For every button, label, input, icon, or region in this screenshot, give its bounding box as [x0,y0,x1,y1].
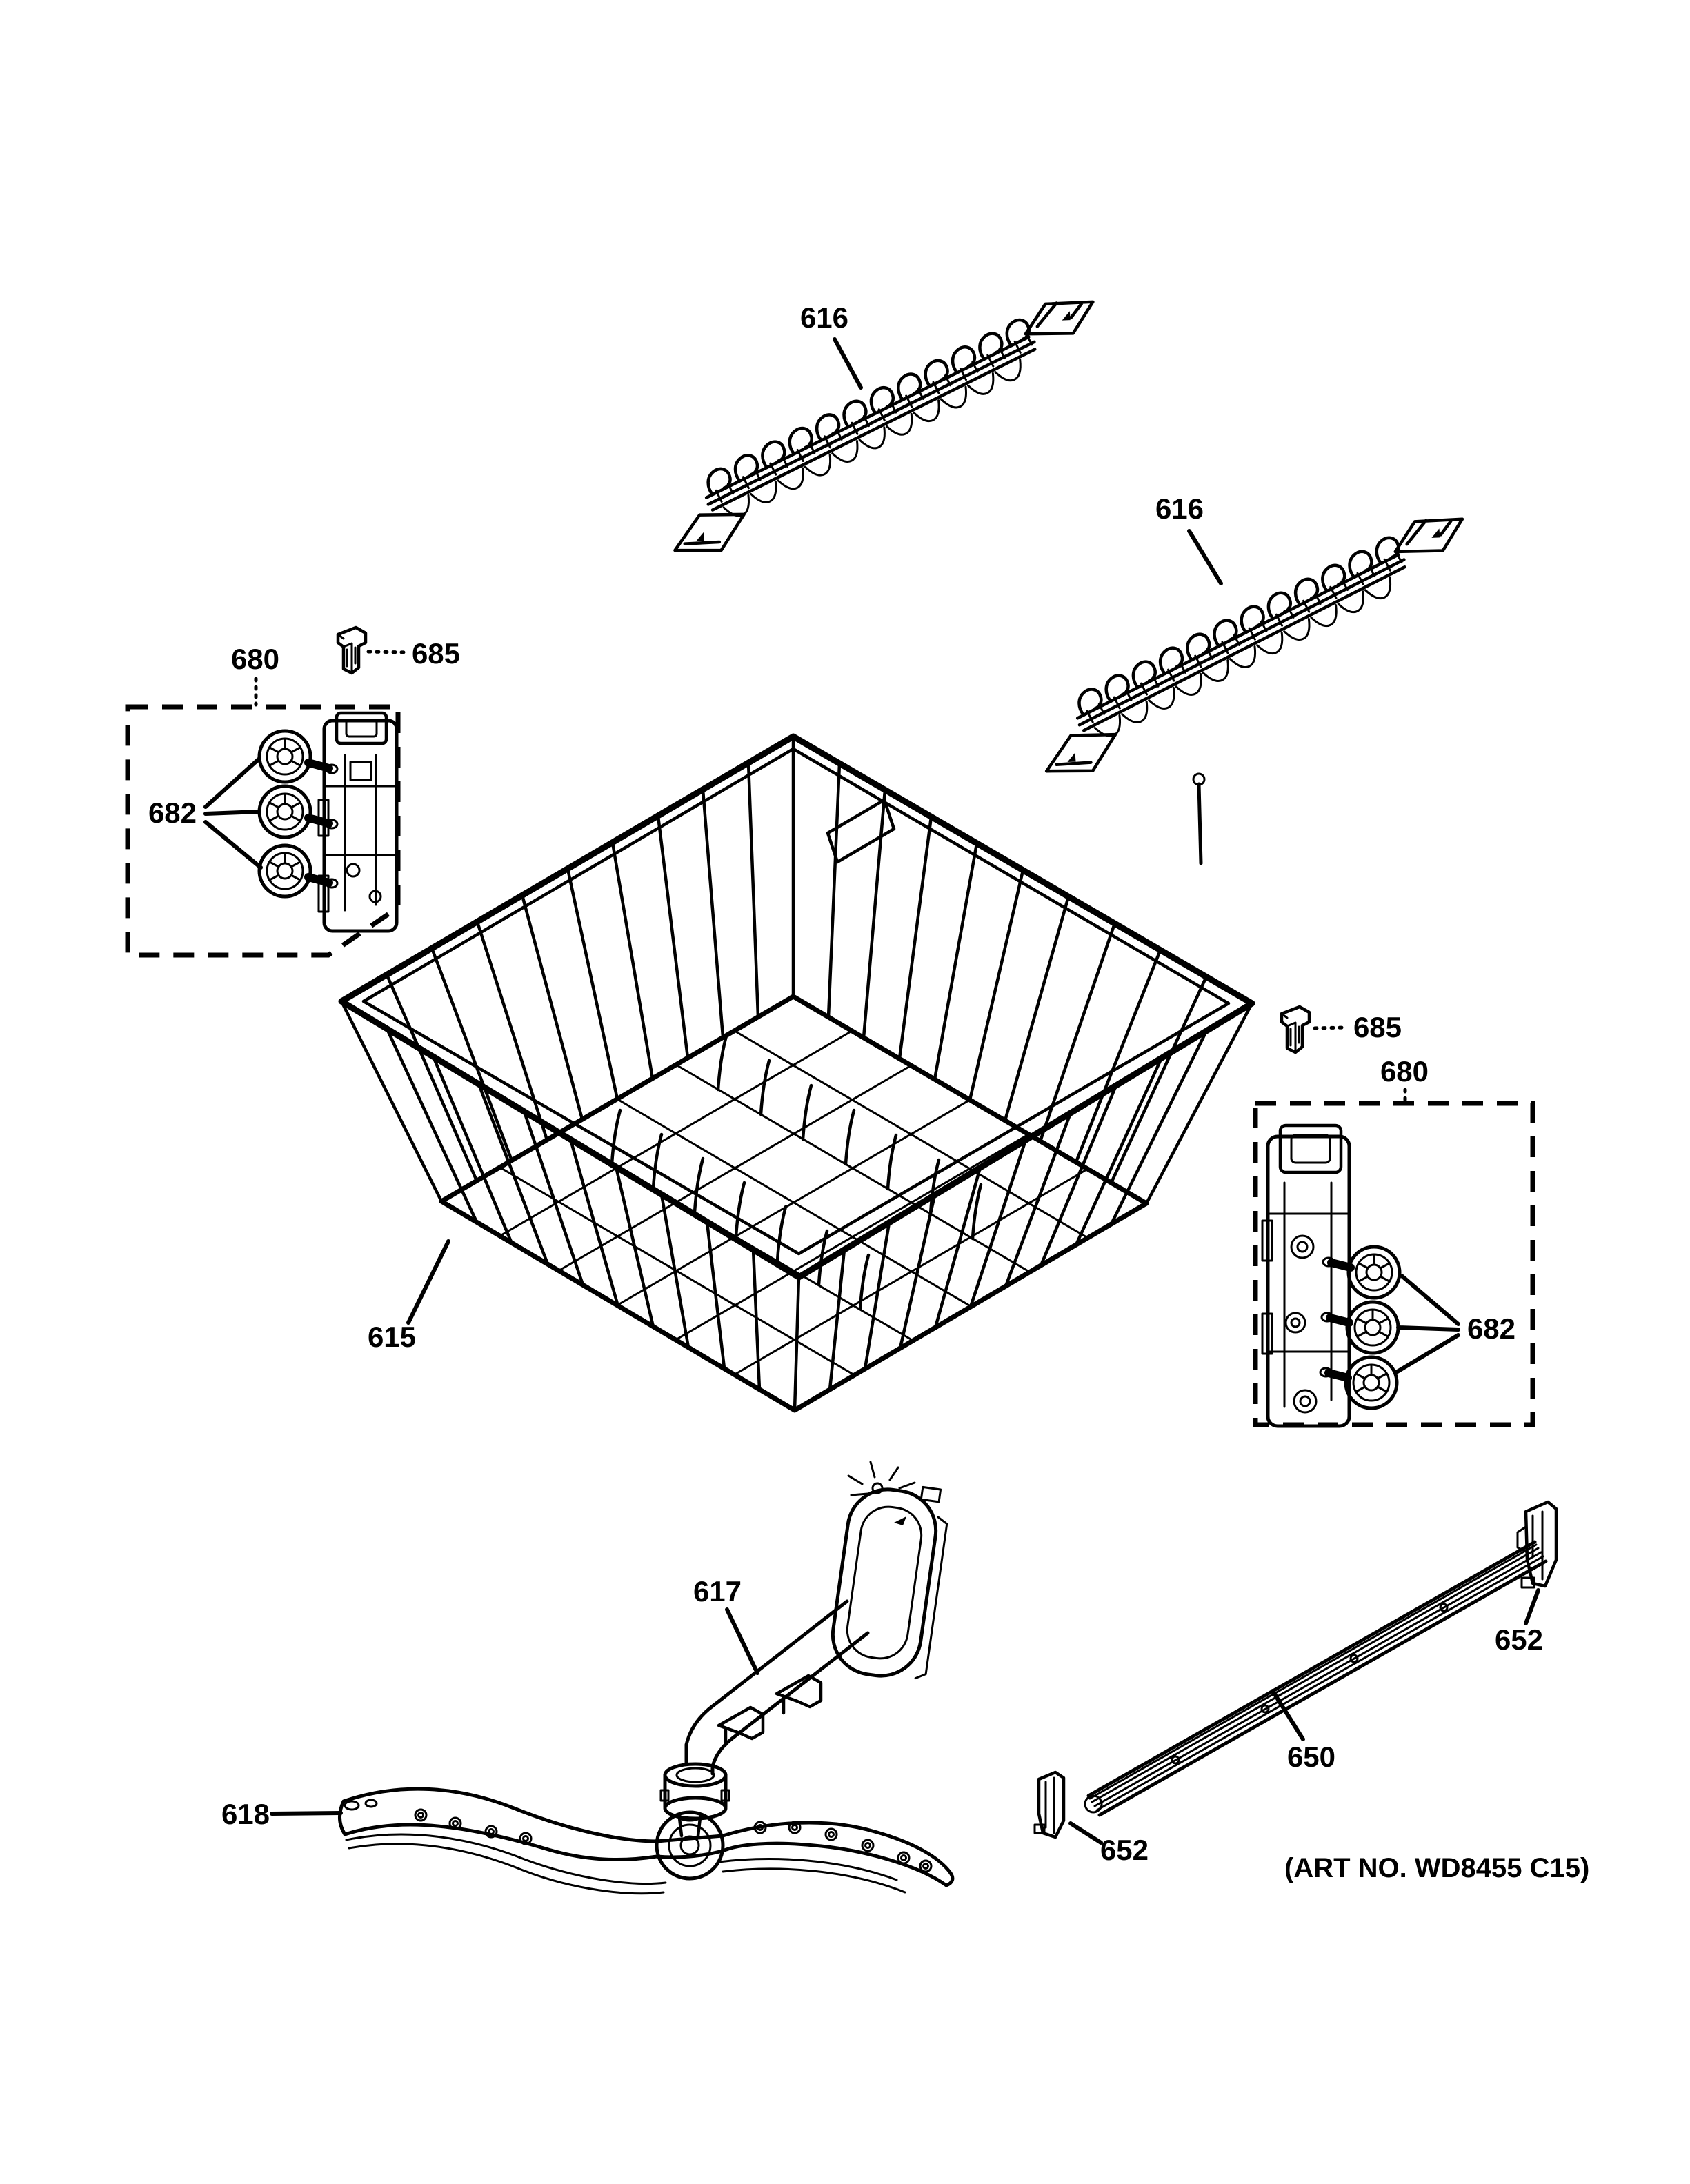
upper-rack-drawing [338,733,1255,1413]
label-685-left: 685 [412,637,460,670]
label-615: 615 [368,1321,416,1353]
label-616-right: 616 [1155,492,1204,525]
tine-row-top-drawing [650,285,1118,569]
right-roller-1 [1323,1247,1400,1298]
label-652-top: 652 [1495,1623,1543,1656]
label-618: 618 [221,1798,270,1830]
slide-rail-drawing [1033,1500,1558,1839]
spray-arm-drawing [338,1787,955,1895]
right-bracket [1261,1123,1351,1428]
left-roller-assembly: 682 680 685 [125,628,460,958]
leader-682-right [1394,1274,1460,1374]
label-617: 617 [693,1575,742,1607]
leader-650 [1271,1689,1305,1741]
label-650: 650 [1287,1741,1335,1773]
dashed-box-left [125,704,401,958]
leader-682-left [203,757,263,870]
art-number-note: (ART NO. WD8455 C15) [1284,1853,1589,1883]
tine-row-right-drawing [1022,502,1488,790]
leader-616-top [833,337,863,390]
leader-616-right [1187,529,1223,585]
right-roller-assembly: 682 680 685 [1253,1007,1535,1428]
left-clip-685 [338,628,366,673]
label-652-bottom: 652 [1100,1834,1149,1866]
label-685-right: 685 [1353,1011,1402,1043]
label-680-right: 680 [1380,1055,1429,1088]
right-clip-685 [1282,1007,1309,1052]
leader-618 [270,1811,343,1816]
label-680-left: 680 [231,643,279,675]
leader-615 [406,1239,450,1325]
right-roller-2 [1322,1302,1398,1353]
leader-652-top [1524,1588,1540,1625]
label-682-left: 682 [148,797,197,829]
conduit-drawing [659,1461,948,1821]
end-cap-bottom-drawing [1033,1770,1066,1839]
leader-617 [725,1607,759,1675]
label-682-right: 682 [1467,1312,1515,1345]
leader-652-bottom [1068,1821,1103,1845]
dashed-box-right [1253,1101,1535,1427]
end-cap-top-drawing [1516,1500,1558,1589]
label-616-top: 616 [800,301,848,334]
